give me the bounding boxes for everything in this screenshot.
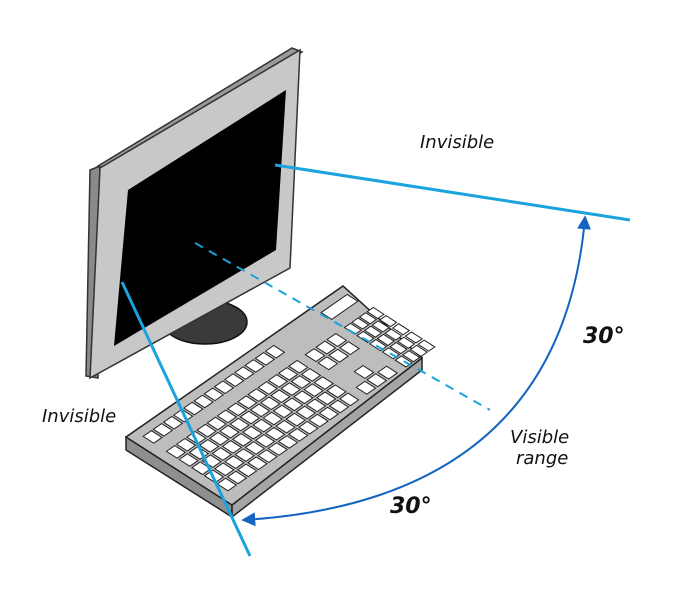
monitor-screen [114, 90, 286, 346]
label-angle-right: 30° [583, 324, 625, 349]
keyboard-key [225, 374, 244, 387]
label-range: range [516, 448, 568, 469]
keyboard-key [225, 456, 244, 469]
keyboard-key [200, 440, 219, 453]
keyboard-key [215, 381, 234, 394]
keyboard-key [143, 431, 162, 444]
keyboard-key [223, 441, 242, 454]
keyboard-key [212, 448, 231, 461]
visible-range-arc [241, 215, 591, 527]
sight-line-left [120, 281, 252, 557]
sight-line-right [274, 163, 631, 222]
keyboard-key [179, 454, 198, 467]
keyboard-key [164, 416, 183, 429]
label-angle-bottom: 30° [390, 494, 432, 519]
keyboard-key [192, 462, 211, 475]
label-visible: Visible [510, 427, 569, 448]
keyboard-key [215, 463, 234, 476]
keyboard-key [207, 417, 226, 430]
keyboard-key [220, 425, 239, 438]
label-invisible-top: Invisible [420, 132, 494, 153]
keyboard-key [217, 478, 236, 491]
keyboard-key [194, 395, 213, 408]
label-invisible-left: Invisible [42, 406, 116, 427]
keyboard-key [217, 410, 236, 423]
keyboard-key [197, 424, 216, 437]
keyboard-key [153, 424, 172, 437]
keyboard-key [166, 446, 185, 459]
keyboard-key [210, 432, 229, 445]
keyboard-key [177, 439, 196, 452]
monitor [85, 47, 304, 380]
keyboard-key [184, 402, 203, 415]
keyboard-key [204, 388, 223, 401]
